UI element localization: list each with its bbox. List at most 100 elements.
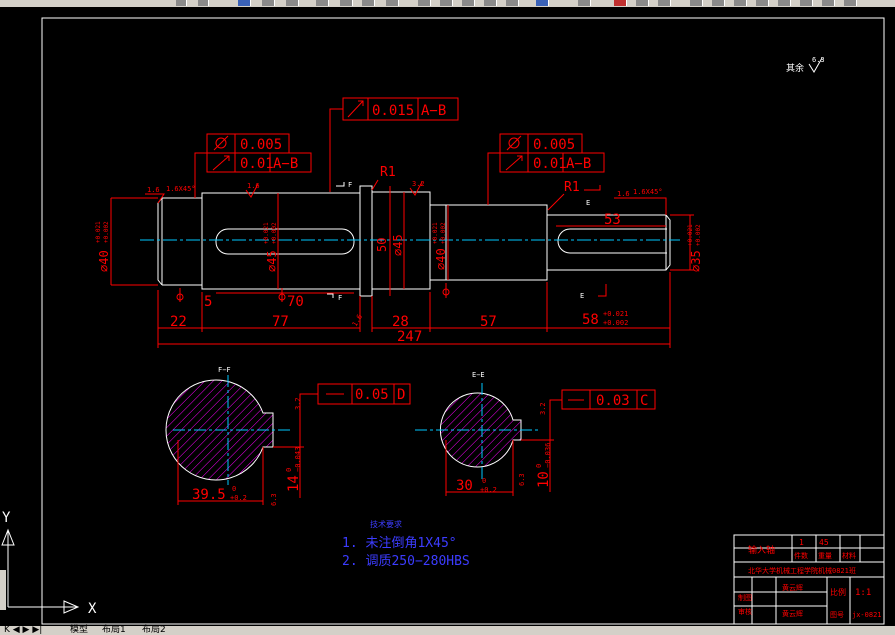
len-57: 57 — [480, 314, 497, 330]
dia-keyway: ∅45 — [265, 250, 279, 272]
len-247: 247 — [397, 329, 422, 345]
runout-icon-left — [212, 155, 230, 171]
tb-school: 北华大学机械工程学院机械0821班 — [748, 566, 856, 575]
rough-mid: 3.2 — [412, 180, 425, 188]
tb-weight: 重量 — [818, 552, 832, 560]
tb-author-2: 黄云辉 — [782, 609, 803, 618]
dia-collar-45: ∅45 — [391, 234, 405, 256]
toolbar-button-print[interactable] — [286, 0, 299, 6]
tab-layout2[interactable]: 布局2 — [142, 625, 166, 635]
tb-scale-value: 1:1 — [855, 588, 871, 598]
tb-quantity: 件数 — [794, 551, 808, 560]
rough-left-2: 1.6 — [247, 182, 260, 190]
toolbar-button-paste[interactable] — [362, 0, 375, 6]
dia-right-tol-bot: +0.002 — [695, 224, 702, 246]
ucs-y-label: Y — [2, 510, 11, 526]
toolbar-button-zoom-realtime[interactable] — [636, 0, 649, 6]
len-58-tol-top: +0.021 — [603, 310, 628, 318]
toolbar-button-save[interactable] — [176, 0, 187, 6]
roughness-note: 其余 — [786, 62, 804, 74]
scrollbar-left[interactable] — [0, 570, 6, 610]
sec-e-rough-bot: 6.3 — [518, 473, 526, 486]
toolbar-button-zoom-window[interactable] — [506, 0, 519, 6]
toolbar — [0, 0, 895, 7]
dia-mid-tol-top: +0.021 — [432, 222, 439, 244]
sec-f-rough-side: 3.2 — [294, 397, 302, 410]
drawing-canvas[interactable]: 其余 6.3 — [0, 7, 895, 626]
tb-drawing-no: jx-0821 — [852, 611, 882, 619]
len-28: 28 — [392, 314, 409, 330]
dia-keyway-tol-bot: +0.002 — [271, 222, 278, 244]
toolbar-button-new[interactable] — [238, 0, 251, 6]
len-22: 22 — [170, 314, 187, 330]
ucs-x-label: X — [88, 601, 97, 617]
sec-f-depth-tol-bot: −0.043 — [294, 447, 302, 472]
tab-model[interactable]: 模型 — [70, 625, 89, 635]
tab-nav-buttons[interactable]: K ◀ ▶ ▶| — [4, 625, 43, 635]
ucs-icon — [1, 528, 80, 614]
toolbar-button-design-center[interactable] — [578, 0, 591, 6]
tb-check: 审核 — [738, 607, 752, 616]
geo-top-value: 0.015 — [372, 103, 414, 119]
circularity-icon — [215, 137, 227, 149]
roughness-symbol-icon — [808, 57, 823, 73]
sec-e-datum: C — [640, 393, 648, 409]
drawing-frame — [41, 17, 885, 625]
dia-left-tol-top: +0.021 — [95, 221, 102, 243]
chamfer-right: 1.6X45° — [633, 188, 663, 196]
dia-keyway-tol-top: +0.021 — [263, 222, 270, 244]
note-1: 1. 未注倒角1X45° — [342, 536, 457, 551]
sec-e-depth-tol-bot: −0.036 — [544, 443, 552, 468]
layout-tab-bar: K ◀ ▶ ▶| 模型 布局1 布局2 — [0, 626, 895, 635]
dia-left: ∅40 — [97, 250, 111, 272]
toolbar-button-calculator[interactable] — [822, 0, 835, 6]
runout-icon — [347, 100, 364, 118]
dia-right: ∅35 — [689, 250, 703, 272]
toolbar-button-dim-style[interactable] — [734, 0, 747, 6]
cut-f-top: F — [348, 181, 352, 189]
toolbar-button-properties[interactable] — [536, 0, 549, 6]
title-block — [733, 534, 885, 625]
geo-right-1-value: 0.005 — [533, 137, 575, 153]
toolbar-button-help[interactable] — [844, 0, 857, 6]
sec-e-label: E−E — [472, 371, 485, 379]
sec-f-depth: 14 — [286, 475, 302, 492]
sec-e-tol: 0.03 — [596, 393, 630, 409]
sec-f-tol: 0.05 — [355, 387, 389, 403]
tb-scale-label: 比例 — [830, 587, 846, 597]
toolbar-button-text-style[interactable] — [712, 0, 725, 6]
len-5: 5 — [204, 294, 212, 310]
tb-material: 材料 — [842, 551, 856, 560]
toolbar-button-copy[interactable] — [340, 0, 353, 6]
rough-right: 1.6 — [617, 190, 630, 198]
toolbar-button-open[interactable] — [262, 0, 275, 6]
toolbar-button-cut[interactable] — [316, 0, 329, 6]
sec-f-width-tol-bot: +0.2 — [230, 494, 247, 502]
toolbar-button-redo[interactable] — [440, 0, 453, 6]
geo-right-2-datum: A−B — [566, 156, 591, 172]
toolbar-button-tool-palette[interactable] — [614, 0, 627, 6]
toolbar-button-multileader[interactable] — [778, 0, 791, 6]
cut-e-bot: E — [580, 292, 584, 300]
geo-frames — [194, 97, 605, 205]
tb-author: 黄云辉 — [782, 583, 803, 592]
sec-e-width: 30 — [456, 478, 473, 494]
note-2: 2. 调质250−280HBS — [342, 554, 470, 569]
dia-collar-50: 50 — [375, 238, 389, 252]
toolbar-button-pan[interactable] — [462, 0, 475, 6]
toolbar-button-plot[interactable] — [198, 0, 209, 6]
radius-label-2: R1 — [564, 180, 580, 195]
tab-layout1[interactable]: 布局1 — [102, 625, 126, 635]
sec-e-depth-tol-top: 0 — [535, 464, 543, 468]
tb-drawn: 制图 — [738, 593, 752, 602]
len-77: 77 — [272, 314, 289, 330]
toolbar-button-markup[interactable] — [800, 0, 813, 6]
toolbar-button-zoom[interactable] — [484, 0, 497, 6]
shaft-outline — [157, 185, 671, 297]
toolbar-button-match[interactable] — [386, 0, 399, 6]
sec-e-width-tol-bot: +0.2 — [480, 486, 497, 494]
toolbar-button-zoom-previous[interactable] — [658, 0, 671, 6]
toolbar-button-table[interactable] — [756, 0, 769, 6]
toolbar-button-undo[interactable] — [418, 0, 431, 6]
toolbar-button-layers[interactable] — [690, 0, 703, 6]
